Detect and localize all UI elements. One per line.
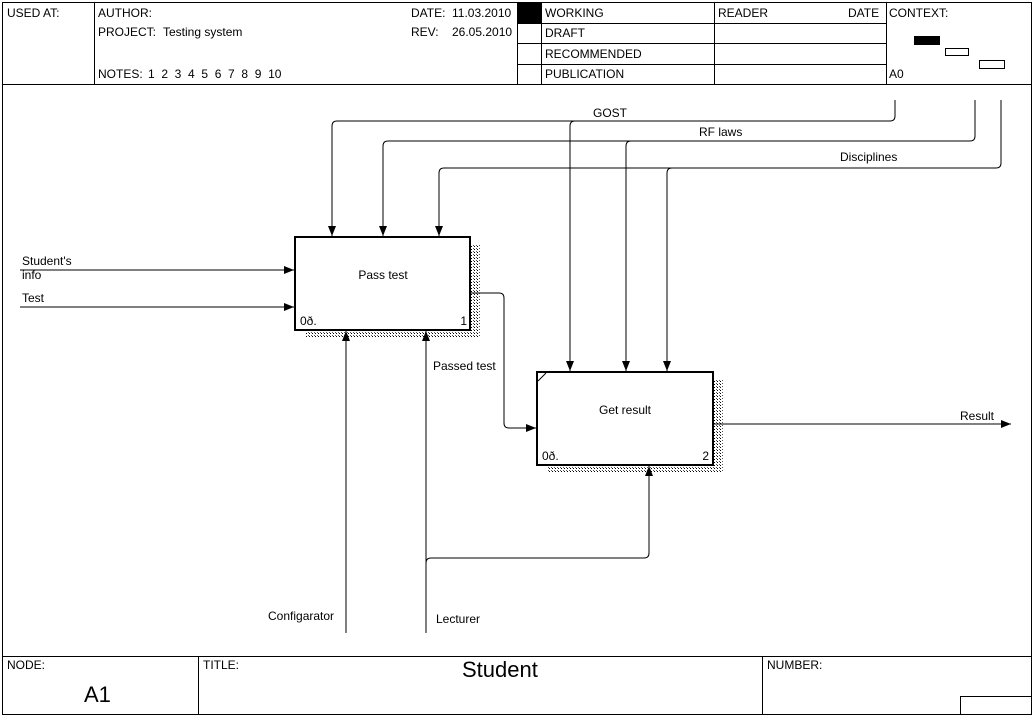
- box-number-get-result: 2: [702, 449, 709, 463]
- arrow-rf-laws-branch: [622, 140, 632, 371]
- box-number-pass-test: 1: [460, 314, 467, 328]
- box-corner-mark: [537, 372, 547, 382]
- rev-label: REV:: [411, 25, 439, 39]
- status-working: WORKING: [545, 6, 604, 20]
- diagram-title: Student: [462, 657, 538, 682]
- arrow-disciplines: [435, 100, 1002, 236]
- arrow-label-configurator: Configarator: [268, 609, 334, 623]
- status-draft: DRAFT: [545, 26, 585, 40]
- context-box-icon: [945, 48, 969, 56]
- arrow-label-test: Test: [22, 291, 45, 305]
- project-label: PROJECT:: [98, 25, 157, 39]
- author-label: AUTHOR:: [98, 6, 152, 20]
- arrow-label-lecturer: Lecturer: [436, 612, 480, 626]
- reader-date-label: DATE: [848, 6, 880, 20]
- box-label-get-result: Get result: [599, 403, 652, 417]
- notes-label: NOTES:: [98, 67, 143, 81]
- context-node: A0: [889, 67, 904, 81]
- header-divider: [886, 2, 887, 84]
- arrow-lecturer-branch: [425, 466, 653, 564]
- header-bottom-border: [2, 84, 1032, 85]
- arrow-gost-branch: [566, 120, 576, 371]
- number-box: [960, 696, 1032, 715]
- reader-label: READER: [718, 6, 769, 20]
- date-label: DATE:: [411, 6, 446, 20]
- context-box-icon: [979, 60, 1005, 69]
- footer-divider: [762, 656, 763, 715]
- activity-box-pass-test: [294, 236, 471, 331]
- arrow-gost: [328, 100, 896, 236]
- status-row-divider: [517, 23, 886, 24]
- working-status-marker: [518, 3, 541, 23]
- project-value: Testing system: [163, 25, 243, 39]
- arrow-label-gost: GOST: [593, 106, 628, 120]
- arrow-label-disciplines: Disciplines: [840, 150, 897, 164]
- node-value: A1: [84, 682, 111, 707]
- footer-divider: [198, 656, 199, 715]
- activity-box-get-result: [536, 371, 714, 466]
- arrow-disciplines-branch: [663, 167, 673, 371]
- rev-value: 26.05.2010: [452, 25, 513, 39]
- node-label: NODE:: [7, 658, 46, 672]
- status-publication: PUBLICATION: [545, 67, 625, 81]
- number-label: NUMBER:: [767, 658, 823, 672]
- status-row-divider: [517, 43, 886, 44]
- title-label: TITLE:: [203, 658, 240, 672]
- arrow-passed-test: [471, 292, 536, 432]
- status-recommended: RECOMMENDED: [545, 47, 642, 61]
- arrow-label-result: Result: [960, 409, 995, 423]
- arrow-label-students-info: Student's: [22, 254, 72, 268]
- arrow-label-students-info-2: info: [22, 268, 42, 282]
- context-active-box-icon: [914, 36, 940, 45]
- used-at-label: USED AT:: [7, 6, 60, 20]
- arrow-label-passed-test: Passed test: [433, 359, 496, 373]
- header-divider: [94, 2, 95, 84]
- arrow-rf-laws: [379, 100, 976, 236]
- date-value: 11.03.2010: [452, 6, 512, 20]
- context-label: CONTEXT:: [889, 6, 949, 20]
- arrow-label-rf-laws: RF laws: [699, 125, 742, 139]
- box-label-pass-test: Pass test: [358, 268, 408, 282]
- status-row-divider: [517, 64, 886, 65]
- notes-numbers: 1 2 3 4 5 6 7 8 9 10: [148, 67, 282, 81]
- footer-top-border: [2, 656, 1032, 657]
- box-cost-get-result: 0ð.: [542, 449, 559, 463]
- box-cost-pass-test: 0ð.: [300, 314, 317, 328]
